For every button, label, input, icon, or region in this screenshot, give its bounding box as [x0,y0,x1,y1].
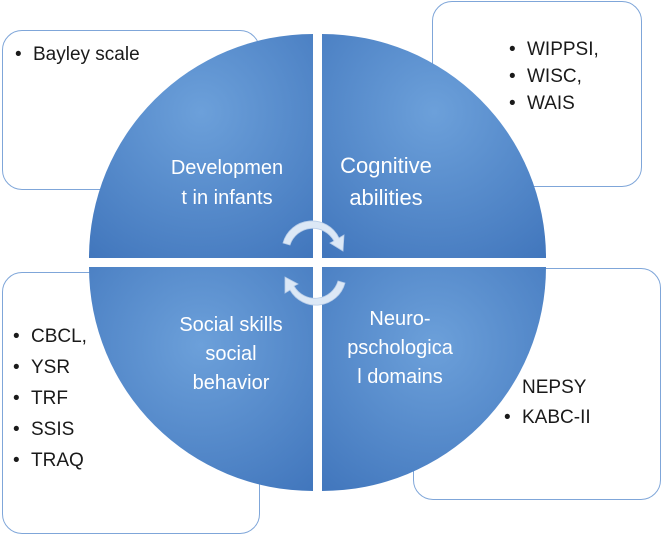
list-item: Bayley scale [13,41,140,69]
quadrant-top-left [89,34,313,258]
quadrant-top-right [322,34,546,258]
list-top-right: WIPPSI, WISC, WAIS [507,36,599,117]
list-item: TRAQ [11,445,87,476]
list-item: YSR [11,352,87,383]
list-bottom-right: NEPSY KABC-II [502,373,591,433]
list-item: CBCL, [11,321,87,352]
list-bottom-left: CBCL, YSR TRF SSIS TRAQ [11,321,87,476]
list-item: WIPPSI, [507,36,599,63]
list-item: KABC-II [502,403,591,433]
label-top-right: Cognitive abilities [340,153,432,210]
label-bottom-right: Neuro- pschologica l domains [347,308,453,388]
quadrant-bottom-right [322,267,546,491]
label-bottom-left: Social skills social behavior [179,314,283,394]
quadrant-bottom-left [89,267,313,491]
list-item: WISC, [507,63,599,90]
list-item: WAIS [507,90,599,117]
box-top-right: WIPPSI, WISC, WAIS [432,1,642,187]
list-item: SSIS [11,414,87,445]
cycle-arrows-icon [282,220,346,306]
label-top-left: Developmen t in infants [170,157,284,209]
list-item: TRF [11,383,87,414]
list-top-left: Bayley scale [13,41,140,69]
